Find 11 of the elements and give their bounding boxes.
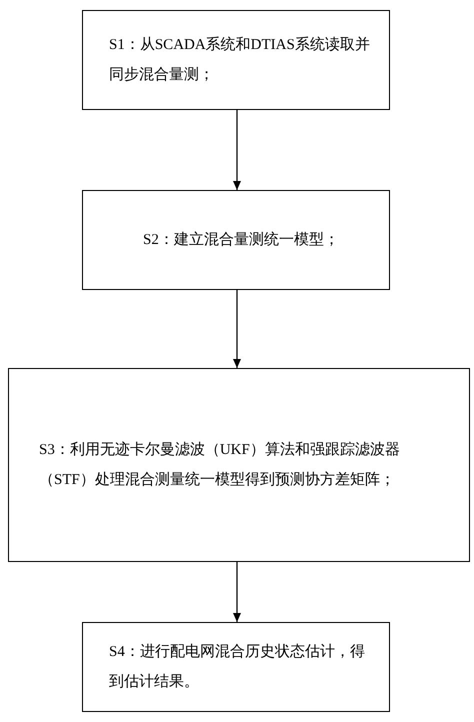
step-text: S4：进行配电网混合历史状态估计，得到估计结果。 [109,642,366,692]
arrow [233,562,241,622]
process-box [82,10,390,110]
arrow [233,290,241,368]
process-box [82,622,390,712]
step-text: S1：从SCADA系统和DTIAS系统读取并同步混合量测； [109,36,371,85]
process-box [82,190,390,290]
arrow [233,110,241,190]
step-text: S2：建立混合量测统一模型； [143,230,340,250]
process-box [8,368,470,562]
step-text: S3：利用无迹卡尔曼滤波（UKF）算法和强跟踪滤波器（STF）处理混合测量统一模型得到预测协方差矩阵； [39,440,401,490]
